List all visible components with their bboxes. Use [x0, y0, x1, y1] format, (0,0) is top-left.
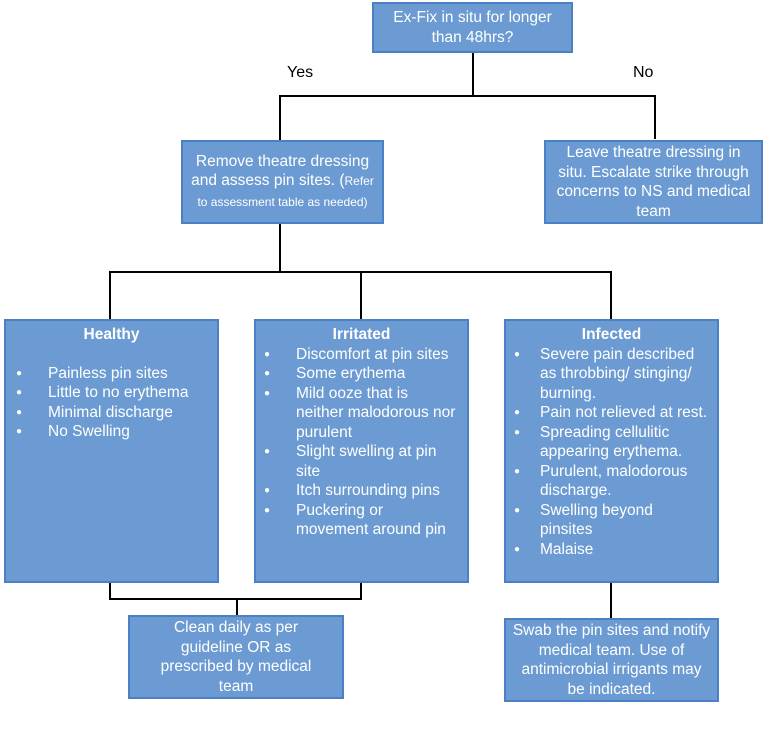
list-item: Spreading cellulitic appearing erythema. [514, 423, 709, 462]
list-item: Little to no erythema [16, 383, 207, 403]
healthy-list: Painless pin sites Little to no erythema… [16, 364, 207, 442]
healthy-title: Healthy [83, 326, 140, 343]
connector-no-down [654, 95, 656, 139]
start-decision-text: Ex-Fix in situ for longer than 48hrs? [393, 9, 552, 46]
connector-healthy-bottom [109, 582, 111, 600]
connector-infected-down [610, 271, 612, 319]
connector-remove-down [279, 224, 281, 272]
remove-dressing-note: Refer to assessment table as needed) [197, 174, 374, 209]
yes-label: Yes [287, 64, 314, 81]
remove-dressing-text: Remove theatre dressing and assess pin s… [189, 152, 376, 213]
irritated-title: Irritated [332, 326, 391, 343]
infected-box: Infected Severe pain described as throbb… [504, 319, 719, 583]
list-item: Swelling beyond pinsites [514, 501, 709, 540]
connector-irritated-down [360, 271, 362, 319]
clean-daily-text: Clean daily as per guideline OR as presc… [160, 619, 312, 695]
list-item: No Swelling [16, 422, 207, 442]
infected-title: Infected [581, 326, 642, 343]
connector-irritated-bottom [360, 582, 362, 600]
list-item: Painless pin sites [16, 364, 207, 384]
list-item: Some erythema [264, 364, 459, 384]
irritated-list: Discomfort at pin sites Some erythema Mi… [264, 345, 459, 540]
irritated-box: Irritated Discomfort at pin sites Some e… [254, 319, 469, 583]
connector-clean-down [236, 598, 238, 615]
remove-dressing-main: Remove theatre dressing and assess pin s… [191, 152, 370, 190]
list-item: Puckering or movement around pin [264, 501, 459, 540]
leave-dressing-box: Leave theatre dressing in situ. Escalate… [544, 140, 763, 224]
list-item: Pain not relieved at rest. [514, 403, 709, 423]
connector-start-down [472, 52, 474, 96]
connector-swab-down [610, 582, 612, 618]
no-label: No [633, 64, 654, 81]
leave-dressing-text: Leave theatre dressing in situ. Escalate… [556, 144, 751, 220]
infected-list: Severe pain described as throbbing/ stin… [514, 345, 709, 560]
connector-yes-down [279, 95, 281, 140]
clean-daily-box: Clean daily as per guideline OR as presc… [128, 615, 344, 699]
list-item: Itch surrounding pins [264, 481, 459, 501]
healthy-box: Healthy Painless pin sites Little to no … [4, 319, 219, 583]
list-item: Discomfort at pin sites [264, 345, 459, 365]
list-item: Purulent, malodorous discharge. [514, 462, 709, 501]
start-decision-box: Ex-Fix in situ for longer than 48hrs? [372, 2, 573, 53]
list-item: Malaise [514, 540, 709, 560]
list-item: Slight swelling at pin site [264, 442, 459, 481]
swab-box: Swab the pin sites and notify medical te… [504, 618, 719, 702]
swab-text: Swab the pin sites and notify medical te… [512, 622, 711, 698]
list-item: Minimal discharge [16, 403, 207, 423]
list-item: Severe pain described as throbbing/ stin… [514, 345, 709, 404]
connector-healthy-down [109, 271, 111, 319]
connector-branch-horizontal [280, 95, 655, 97]
list-item: Mild ooze that is neither malodorous nor… [264, 384, 459, 443]
remove-dressing-box: Remove theatre dressing and assess pin s… [181, 140, 384, 224]
